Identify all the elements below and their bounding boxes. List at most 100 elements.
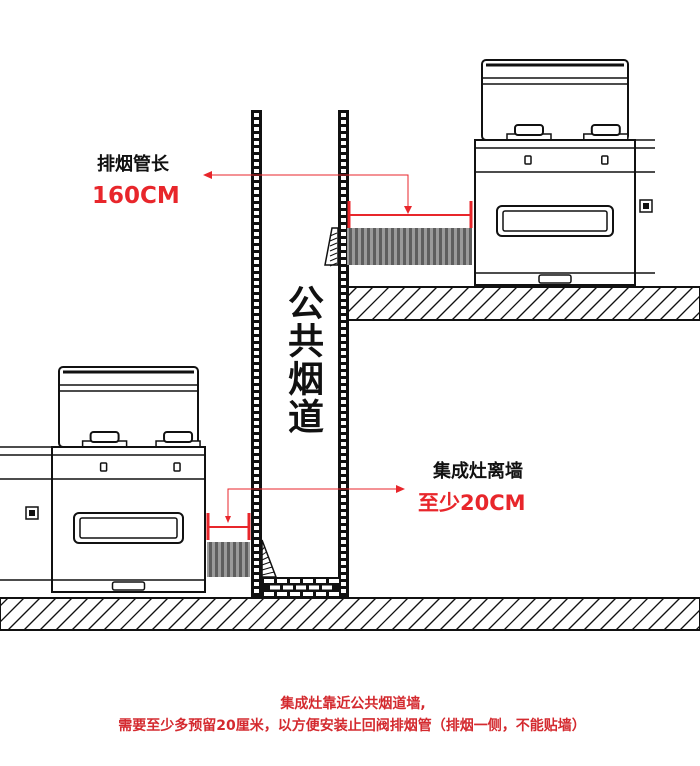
brick [341,302,346,306]
pipe-rib [379,228,382,265]
brick [254,344,259,348]
brick [254,547,259,551]
pipe-rib [373,228,376,265]
hatch-line [483,286,518,321]
flue-walls [251,110,349,598]
hatch-line [263,597,297,631]
hatch-line [595,286,630,321]
hatch-line [261,566,273,571]
hatch-line [103,597,137,631]
brick [341,295,346,299]
brick [341,246,346,250]
brick [341,120,346,124]
hatch-line [71,597,105,631]
oven-handle-inner [79,517,178,539]
brick [341,239,346,243]
hatch-line [563,286,598,321]
hatch-line [451,286,486,321]
brick [341,183,346,187]
hatch-line [261,571,275,576]
hatch-line [691,311,700,321]
leader-line [227,488,398,519]
wall-wedge [261,539,278,578]
pipe-rib [361,228,364,265]
brick [254,498,259,502]
hatch-line [391,597,425,631]
pipe-rib [415,228,418,265]
hatch-line [659,286,694,321]
brick [254,505,259,509]
brick [341,253,346,257]
brick [341,519,346,523]
brick [277,592,287,596]
pipe-rib [245,542,248,577]
hatch-line [0,597,9,607]
hatch-line [615,597,649,631]
brick [254,442,259,446]
hatch-line [467,286,502,321]
brick [254,302,259,306]
hatch-line [583,597,617,631]
pipe-rib [209,542,212,577]
brick [254,435,259,439]
knob-icon [524,155,532,165]
control-panel-button [643,203,649,209]
hatch-line [611,286,646,321]
hatch-line [535,597,569,631]
oven-handle [496,205,614,237]
brick [254,211,259,215]
hatch-line [503,597,537,631]
brick [341,442,346,446]
brick [254,393,259,397]
arrow-down-icon [225,516,231,523]
brick [341,512,346,516]
floor-slab [347,286,700,321]
pipe-rib [391,228,394,265]
hatch-line [55,597,89,631]
hatch-line [135,597,169,631]
burner-icon [89,431,120,443]
brick [254,295,259,299]
knob-icon [173,462,181,472]
hatch-line [151,597,185,631]
brick [341,421,346,425]
brick [254,204,259,208]
burner-icon [514,124,544,136]
brick [254,589,259,593]
arrow-right-icon [396,485,405,493]
brick [254,372,259,376]
hatch-line [435,286,470,321]
hatch-line [471,597,505,631]
brick [341,344,346,348]
pipe-rib [355,228,358,265]
brick [254,358,259,362]
hatch-line [403,286,438,321]
brick [254,309,259,313]
hatch-line [343,597,377,631]
flue-label: 公共烟道 [282,284,323,436]
brick [254,162,259,166]
brick [254,449,259,453]
brick [341,435,346,439]
stove-body [51,446,206,593]
hatch-line [329,262,338,267]
brick [254,148,259,152]
floor-slabs [0,286,700,631]
hatch-line [355,286,390,321]
brick [254,491,259,495]
hatch-line [359,597,393,631]
pipe-rib [451,228,454,265]
integrated-stove [474,59,655,286]
brick [254,575,259,579]
hatch-line [167,597,201,631]
brick [254,323,259,327]
brick [254,400,259,404]
brick [341,372,346,376]
brick [316,592,326,596]
brick [254,519,259,523]
hatch-line [547,286,582,321]
hatch-line [87,597,121,631]
brick [254,414,259,418]
hatch-line [347,286,358,297]
